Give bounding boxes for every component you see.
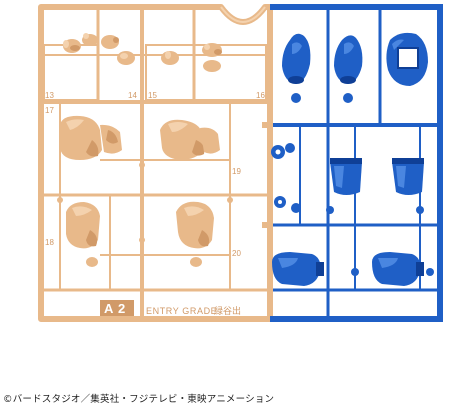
tan-runner-frame [38,4,273,322]
tan-hand-part [63,39,81,53]
tan-arm-part [176,201,214,267]
part-number-15: 15 [148,91,157,100]
blue-thigh-part [372,252,424,286]
blue-joint-part [271,143,295,159]
part-number-14: 14 [128,91,137,100]
tan-arm-part [66,202,100,267]
part-number-19: 19 [232,167,241,176]
tan-hand-part [117,51,135,65]
tan-torso-part [160,119,220,160]
blue-torso-part [386,32,428,86]
runner-tag-letter: A [104,301,114,316]
part-number-18: 18 [45,238,54,247]
blue-shoe-part [282,33,311,84]
tan-hand-part [82,33,98,46]
blue-thigh-part [272,252,324,286]
tan-hand-part [202,43,222,57]
tan-hand-part [161,51,179,65]
tan-torso-part [60,115,122,160]
blue-runner [270,4,443,322]
blue-leg-part [330,158,362,195]
blue-runner-frame [270,4,443,322]
part-number-16: 16 [256,91,265,100]
part-number-13: 13 [45,91,54,100]
runner-tag-number: 2 [118,301,125,316]
part-number-20: 20 [232,249,241,258]
product-name-text: ENTRY GRADE [146,306,217,316]
product-suffix-text: 緑谷出 [214,305,241,316]
blue-shoe-part [334,35,363,84]
blue-joint-part [274,196,301,213]
tan-hand-part [101,35,119,49]
runner-tag-a2 [100,300,134,316]
blue-leg-part [392,158,424,195]
tan-hand-part [203,60,221,72]
copyright-text: ©バードスタジオ／集英社・フジテレビ・東映アニメーション [3,394,275,405]
part-number-17: 17 [45,106,54,115]
tan-runner: 13 14 15 16 17 18 19 20 A 2 ENTRY GRADE … [38,4,273,322]
